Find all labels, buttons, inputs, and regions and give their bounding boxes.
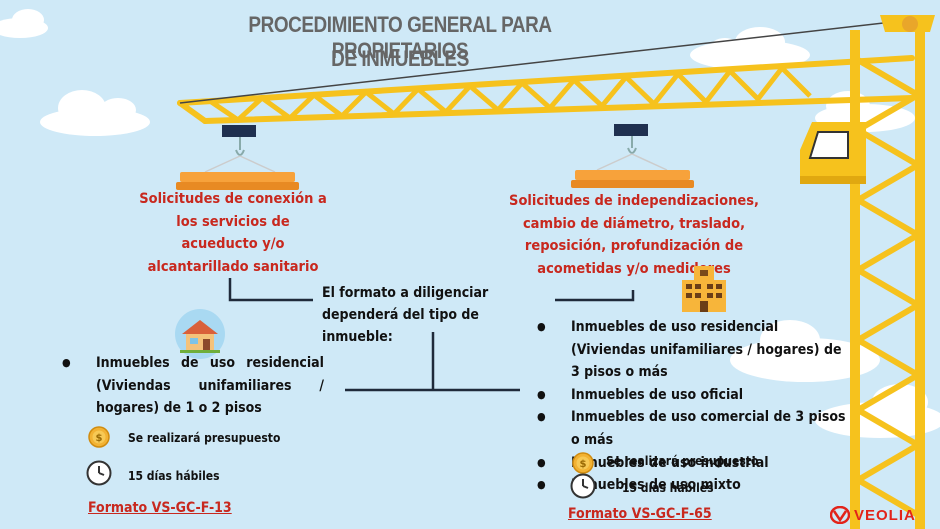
center-note: El formato a diligenciar dependerá del t…: [322, 285, 489, 345]
svg-text:$: $: [96, 433, 103, 444]
connector-lines: [228, 278, 635, 392]
left-load: [176, 125, 299, 190]
list-item: Inmuebles de uso industrial: [537, 452, 852, 475]
right-list: Inmuebles de uso residencial (Viviendas …: [537, 316, 852, 497]
list-item: Inmuebles de uso residencial (Viviendas …: [537, 316, 852, 384]
veolia-logo-text: VEOLIA: [854, 506, 916, 524]
left-heading: Solicitudes de conexión a los servicios …: [139, 191, 327, 275]
left-budget: Se realizará presupuesto: [128, 431, 281, 445]
svg-text:$: $: [580, 459, 587, 470]
left-days: 15 días hábiles: [128, 469, 220, 483]
building-icon: [680, 264, 728, 318]
page-title-line1: PROCEDIMIENTO GENERAL PARA PROPIETARIOS: [248, 12, 552, 63]
right-days: 15 días hábiles: [622, 481, 714, 495]
clock-icon: [570, 473, 596, 503]
list-item: Inmuebles de uso comercial de 3 pisos o …: [537, 406, 852, 451]
coin-icon: $: [88, 426, 110, 452]
list-item: Inmuebles de uso mixto: [537, 474, 852, 497]
crane-cabin: [800, 122, 866, 184]
clock-icon: [86, 460, 112, 490]
right-heading: Solicitudes de independizaciones, cambio…: [509, 193, 759, 277]
left-list: Inmuebles de uso residencial (Viviendas …: [62, 352, 324, 420]
crane-cable: [179, 19, 911, 104]
right-load: [571, 124, 694, 188]
coin-icon: $: [572, 452, 594, 478]
crane-jib-truss: [208, 64, 812, 124]
left-format-link[interactable]: Formato VS-GC-F-13: [88, 500, 232, 516]
veolia-logo-icon: [830, 506, 850, 524]
list-item: Inmuebles de uso residencial (Viviendas …: [62, 352, 324, 420]
right-budget: Se realizará presupuesto: [606, 454, 759, 468]
crane-jib: [177, 55, 915, 124]
veolia-logo: VEOLIA: [830, 506, 916, 524]
right-format-link[interactable]: Formato VS-GC-F-65: [568, 506, 712, 522]
page-title-line2: DE INMUEBLES: [331, 46, 469, 71]
list-item: Inmuebles de uso oficial: [537, 384, 852, 407]
crane-mast: [850, 15, 935, 529]
